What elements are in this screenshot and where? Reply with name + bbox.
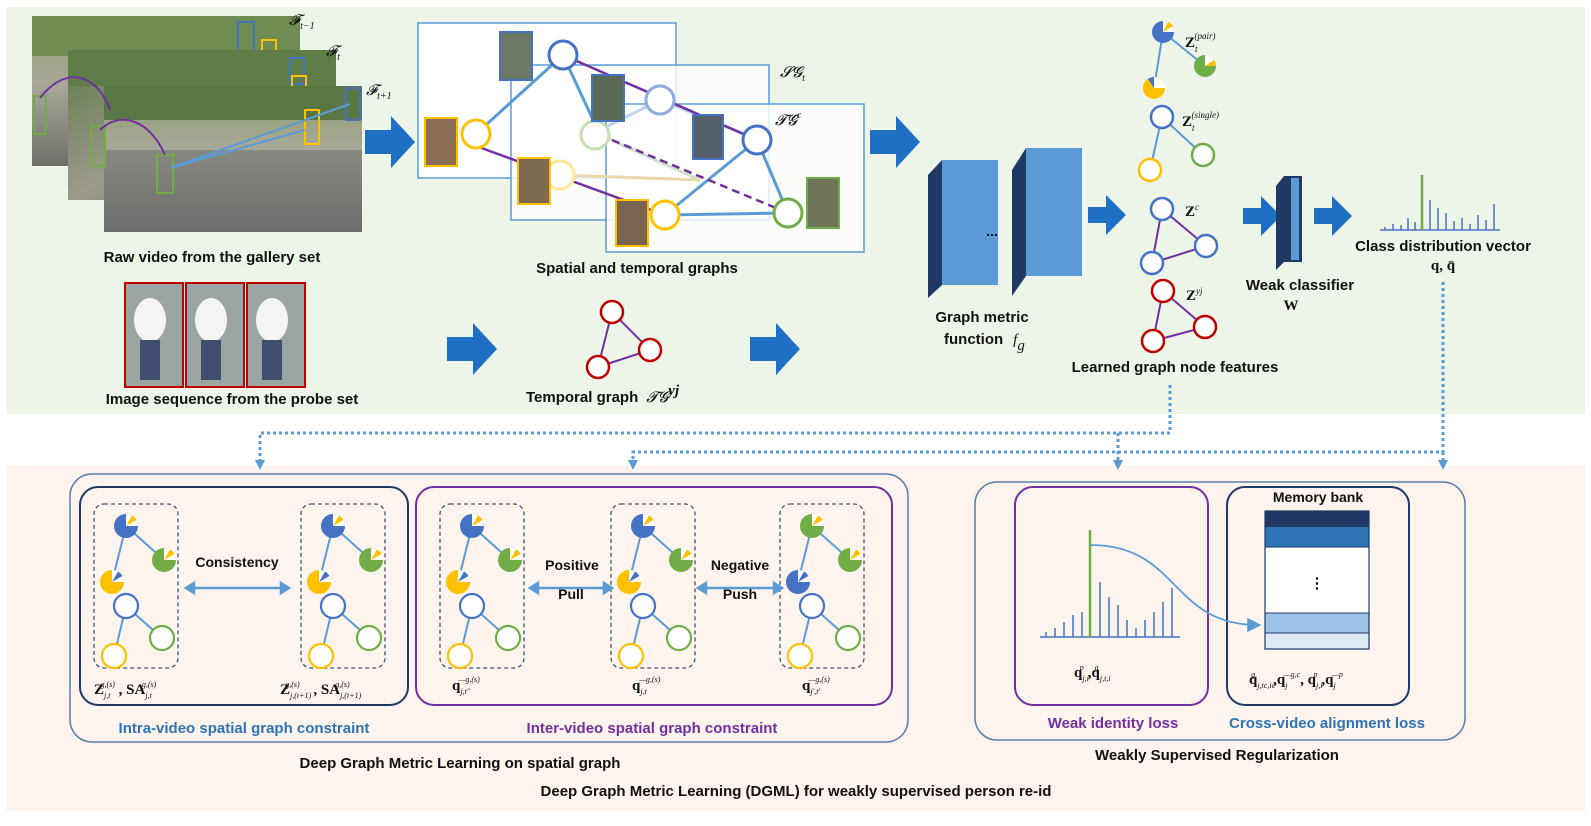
inter-panel-3-pie-left [786,570,810,594]
intra-panel-left-pie-right [152,548,176,572]
class-distribution-symbol: q, q̄ [1431,258,1456,274]
identity-to-memory-arrow [1089,544,1262,633]
inter-panel-2-frame [610,503,696,669]
dotted-arrowheads [255,460,1448,470]
alignment-caption: Cross-video alignment loss [1229,715,1425,732]
pull-label: Pull [558,586,584,602]
intra-panel-left-node-yellow [100,642,128,670]
intra-panel-left-frame [93,503,179,669]
weak-identity-caption: Weak identity loss [1048,715,1179,732]
intra-panel-right-pie-top [321,514,345,538]
inter-panel-1-pie-right [498,548,522,572]
spatial-temporal-label: Spatial and temporal graphs [536,260,738,277]
inter-panel-3-pie-right [838,548,862,572]
node-features-single [1137,104,1216,183]
inter-panel-1-node-blue [458,592,486,620]
node-features-label: Learned graph node features [1072,359,1279,376]
node-features-yj [1140,278,1218,354]
inter-panel-1-node-green [494,624,522,652]
class-distribution-label: Class distribution vector [1355,238,1531,255]
spatial-temporal-graphs [417,22,865,253]
intra-video-box [79,486,409,706]
memory-bank-stack [1264,510,1370,650]
weak-classifier-block [1276,176,1302,270]
inter-panel-1-frame [439,503,525,669]
inter-panel-1-node-yellow [446,642,474,670]
push-label: Push [723,586,757,602]
intra-panel-right-node-blue [319,592,347,620]
intra-panel-right-node-green [355,624,383,652]
inter-panel-2-node-blue [629,592,657,620]
sg-label: 𝓢𝓖t [780,65,805,84]
figure-caption: Deep Graph Metric Learning (DGML) for we… [541,783,1052,800]
node-features-c [1139,196,1219,276]
positive-label: Positive [545,557,599,573]
intra-caption: Intra-video spatial graph constraint [119,720,370,737]
inter-panel-3-frame [779,503,865,669]
intra-math-left: Zj,tg,(s) , SAj,tg,(s) [94,680,157,700]
inter-panel-2-pie-left [617,570,641,594]
probe-images [124,282,306,388]
intra-panel-right-frame [300,503,386,669]
left-group-outline [69,473,909,743]
mini-graphs [93,503,865,670]
inter-panel-2-pie-right [669,548,693,572]
node-features-pair [1143,21,1216,99]
right-group-outline [974,481,1466,741]
inter-panel-1-pie-left [446,570,470,594]
metric-label-line1: Graph metric [935,309,1028,326]
probe-label: Image sequence from the probe set [106,391,359,408]
weak-identity-box [1014,486,1209,706]
inter-video-box [415,486,893,706]
tg-label: 𝓣𝓖c [775,110,802,129]
intra-panel-right-pie-right [359,548,383,572]
inter-panel-3-node-green [834,624,862,652]
right-group-caption: Weakly Supervised Regularization [1095,747,1339,764]
flow-arrows-top [365,116,1352,375]
negative-label: Negative [711,557,770,573]
intra-panel-left-node-blue [112,592,140,620]
alignment-box [1226,486,1410,706]
inter-panel-3-pie-top [800,514,824,538]
inter-panel-2-pie-top [631,514,655,538]
class-distribution-bars [1380,175,1500,231]
intra-panel-right-pie-left [307,570,331,594]
memory-bank-label: Memory bank [1273,489,1363,505]
inter-caption: Inter-video spatial graph constraint [527,720,778,737]
inter-panel-3-node-blue [798,592,826,620]
inter-panel-2-node-green [665,624,693,652]
temporal-graph-red [585,299,663,380]
inter-panel-1-pie-top [460,514,484,538]
weak-classifier-label: Weak classifier [1246,277,1354,294]
intra-panel-left-pie-left [100,570,124,594]
consistency-label: Consistency [195,554,278,570]
graph-metric-function [928,148,1082,298]
raw-video-frames [32,16,362,232]
weak-identity-math: qj,ip,qj,t,ig [1074,663,1111,683]
memory-ellipsis: ⋮ [1310,575,1325,592]
metric-ellipsis: ... [986,223,998,239]
raw-video-label: Raw video from the gallery set [104,249,321,266]
intra-panel-left-node-green [148,624,176,652]
inter-panel-3-node-yellow [786,642,814,670]
weak-classifier-symbol: W [1284,298,1299,314]
double-arrows [183,580,785,596]
intra-panel-left-pie-top [114,514,138,538]
intra-panel-right-node-yellow [307,642,335,670]
left-group-caption: Deep Graph Metric Learning on spatial gr… [300,755,621,772]
weak-identity-bars [1040,530,1180,638]
inter-panel-2-node-yellow [617,642,645,670]
